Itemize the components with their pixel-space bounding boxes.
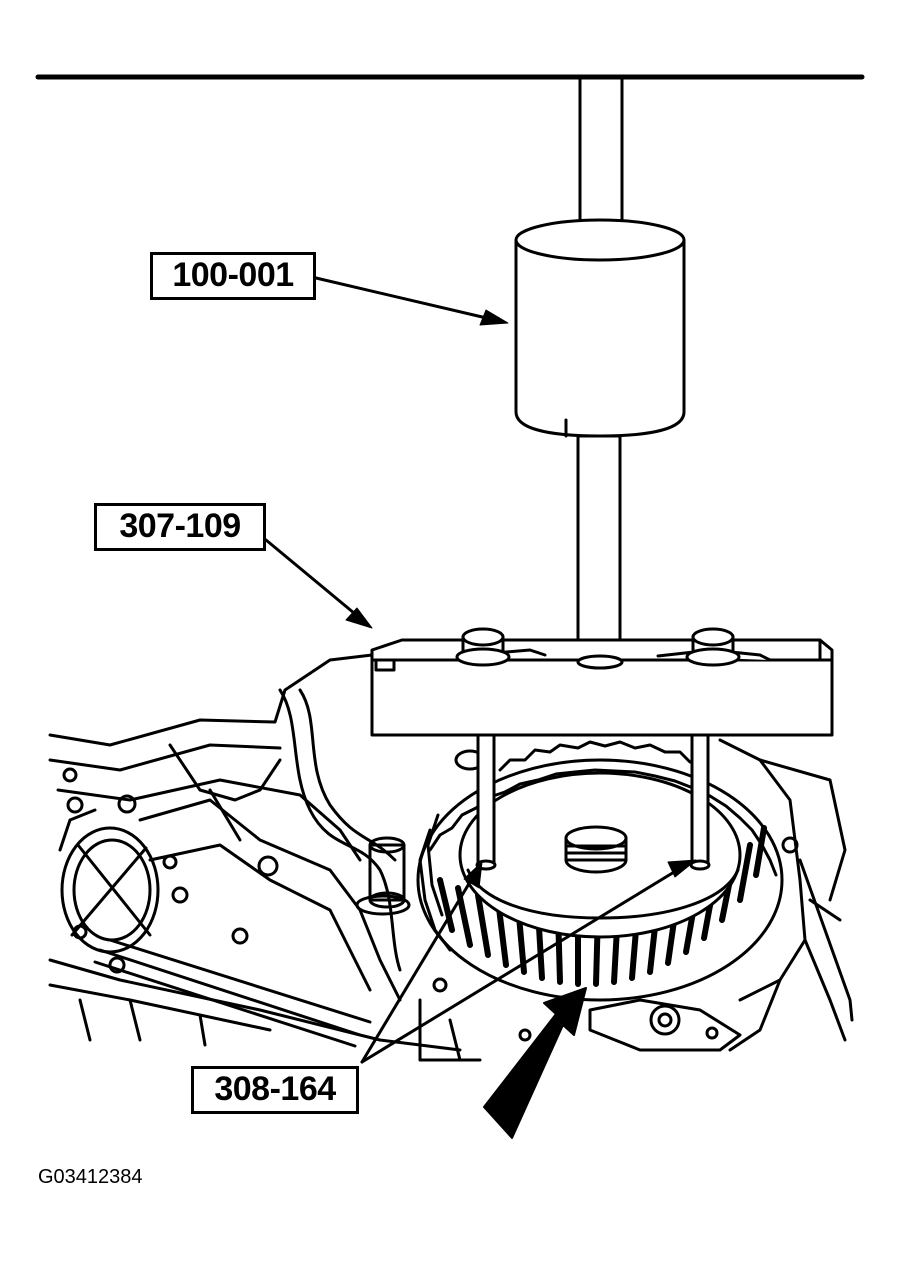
tool-308-164-label: 308-164 (191, 1066, 359, 1114)
leader-lines (264, 276, 697, 1064)
figure-id: G03412384 (38, 1166, 143, 1188)
tool-307-109-label: 307-109 (94, 503, 266, 551)
direction-arrow (483, 987, 587, 1139)
engine-block (48, 653, 854, 1062)
puller-tool (370, 76, 834, 871)
tool-100-001-label: 100-001 (150, 252, 316, 300)
